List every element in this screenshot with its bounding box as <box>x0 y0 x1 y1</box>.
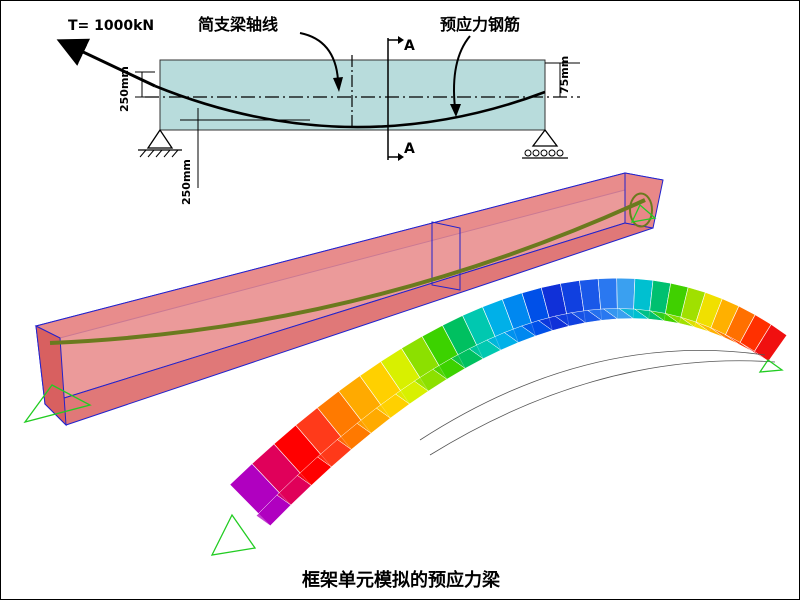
dim-left-label: 250mm <box>118 66 131 112</box>
tendon-leader <box>453 35 471 109</box>
force-arrow <box>56 38 156 88</box>
deformed-segment-top <box>739 342 769 362</box>
support-3d-right <box>630 203 657 223</box>
tendon-curve <box>154 84 546 129</box>
support-deformed-right <box>758 359 784 373</box>
axis-leader-head <box>333 77 343 92</box>
axis-leader <box>299 32 339 81</box>
tendon-3d-end-circle <box>629 192 654 228</box>
dim-right <box>545 62 580 97</box>
tendon-leader-head <box>450 104 461 117</box>
roller-support <box>522 128 568 159</box>
dim-left <box>135 71 155 98</box>
section-marker-bottom: A <box>404 141 415 157</box>
dim-right-label: 75mm <box>558 56 571 94</box>
force-label: T= 1000kN <box>68 18 154 34</box>
support-3d-left <box>23 384 92 424</box>
section-marker-top: A <box>404 38 415 54</box>
axis-label: 简支梁轴线 <box>198 15 278 34</box>
reference-line-2 <box>419 350 766 441</box>
figure-caption: 框架单元模拟的预应力梁 <box>302 570 500 591</box>
dim-bottom-label: 250mm <box>180 159 193 205</box>
section-cut <box>387 36 404 161</box>
dim-bottom <box>180 108 310 188</box>
reference-line-1 <box>429 360 776 456</box>
beam-3d <box>34 172 664 427</box>
tendon-3d <box>49 198 646 345</box>
pin-support <box>138 128 182 158</box>
support-deformed-left <box>210 513 257 556</box>
tendon-label: 预应力钢筋 <box>440 15 520 34</box>
deformed-beam <box>229 277 788 527</box>
